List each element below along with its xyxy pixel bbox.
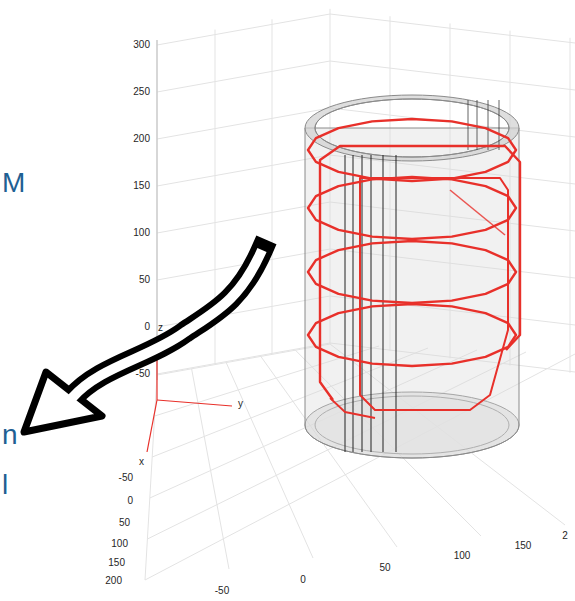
cylinder <box>305 95 519 458</box>
grid-lines <box>145 9 575 580</box>
y-tick-label: 0 <box>300 574 306 585</box>
z-tick-label: 300 <box>133 39 150 50</box>
y-tick-label: 2 <box>562 530 568 541</box>
z-tick-label: 150 <box>133 180 150 191</box>
x-tick-label: 50 <box>119 517 130 528</box>
axis-label: y <box>238 398 243 409</box>
x-tick-label: 150 <box>108 557 125 568</box>
z-tick-label: 100 <box>133 227 150 238</box>
z-tick-label: 200 <box>133 133 150 144</box>
axis-label: x <box>139 456 144 467</box>
hand-drawn-arrow <box>24 250 262 432</box>
x-tick-label: 0 <box>127 495 133 506</box>
slide-text: n <box>2 420 18 451</box>
x-tick-label: -50 <box>119 472 133 483</box>
y-tick-label: 100 <box>454 550 471 561</box>
slide-text: l <box>2 470 8 501</box>
z-tick-label: -50 <box>136 368 150 379</box>
y-tick-label: 150 <box>515 540 532 551</box>
x-tick-label: 100 <box>111 538 128 549</box>
slide-text: M <box>2 168 25 199</box>
axis-label: z <box>158 322 163 333</box>
vertical-conductors <box>345 100 499 452</box>
z-tick-label: 250 <box>133 86 150 97</box>
coil-winding <box>308 119 520 418</box>
y-tick-label: -50 <box>215 585 229 596</box>
axis-frame <box>147 40 232 452</box>
z-tick-label: 50 <box>139 274 150 285</box>
z-tick-label: 0 <box>144 321 150 332</box>
x-tick-label: 200 <box>105 575 122 586</box>
y-tick-label: 50 <box>379 562 390 573</box>
